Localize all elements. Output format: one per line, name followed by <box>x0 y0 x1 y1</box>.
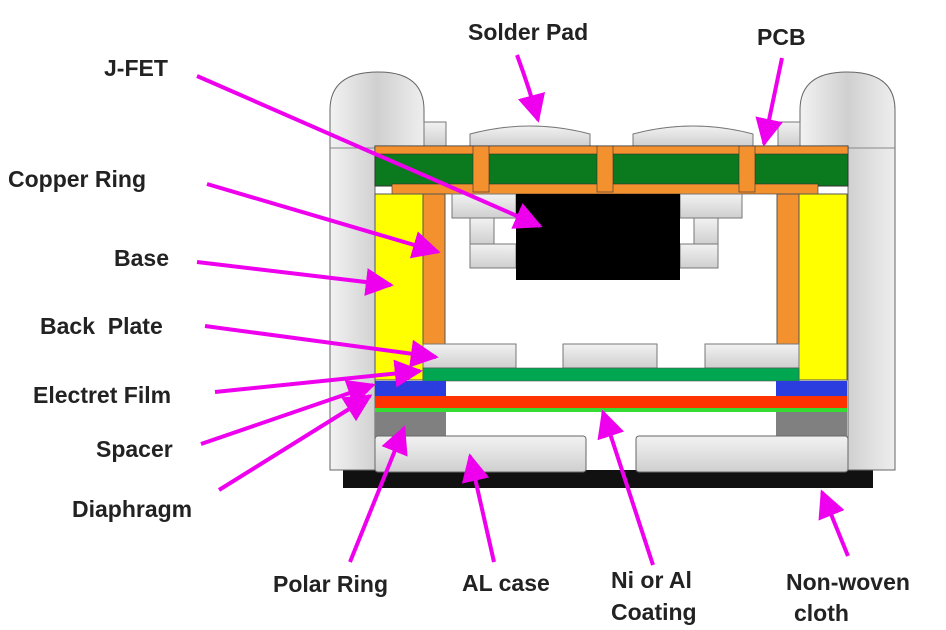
arrow-jfet <box>196 74 543 229</box>
arrow-al-case <box>461 453 496 563</box>
label-diaphragm: Diaphragm <box>72 496 192 522</box>
jfet-lead-right-1 <box>679 193 743 219</box>
copper-ring-right <box>776 193 800 345</box>
arrow-pcb <box>755 57 784 147</box>
label-base: Base <box>114 245 169 271</box>
al-case-bottom-right <box>635 435 849 473</box>
solder-pad-left <box>469 125 591 147</box>
al-case-right-corner <box>799 71 896 471</box>
pcb-via-2 <box>596 145 614 193</box>
label-copper-ring: Copper Ring <box>8 166 146 192</box>
label-coating-line1: Ni or Al <box>611 567 692 593</box>
pcb-via-1 <box>472 145 490 193</box>
base-right <box>798 193 848 381</box>
diaphragm <box>375 396 847 408</box>
case-tab-left <box>423 121 447 147</box>
jfet-lead-left-3 <box>469 243 517 269</box>
electret-film <box>422 367 800 382</box>
jfet-lead-left-2 <box>469 217 495 245</box>
label-al-case: AL case <box>462 570 550 596</box>
label-spacer: Spacer <box>96 436 173 462</box>
case-tab-right <box>777 121 801 147</box>
back-plate-segment-2 <box>562 343 658 369</box>
ni-al-coating <box>375 408 847 412</box>
label-nonwoven-line1: Non-woven <box>786 569 910 595</box>
arrow-polar-ring <box>348 425 408 563</box>
arrow-copper-ring <box>206 182 441 259</box>
jfet-lead-right-3 <box>679 243 719 269</box>
arrow-solder-pad <box>515 54 546 123</box>
label-jfet: J-FET <box>104 55 168 81</box>
arrow-base <box>196 260 394 296</box>
jfet-body <box>516 194 680 280</box>
arrow-electret-film <box>214 359 423 394</box>
copper-ring-left <box>422 193 446 345</box>
arrow-back-plate <box>204 324 439 368</box>
al-case-bottom-left <box>374 435 587 473</box>
nonwoven-cloth-strip <box>343 470 873 488</box>
label-pcb: PCB <box>757 24 806 50</box>
label-coating-line2: Coating <box>611 599 697 625</box>
jfet-lead-left-1 <box>451 193 517 219</box>
pcb-via-3 <box>738 145 756 193</box>
spacer-left <box>375 381 446 396</box>
arrow-nonwoven <box>818 489 850 557</box>
back-plate-segment-3 <box>704 343 800 369</box>
polar-ring-right <box>776 412 847 436</box>
al-case-left-corner <box>329 71 425 471</box>
label-nonwoven-line2: cloth <box>794 600 849 626</box>
arrow-diaphragm <box>217 394 373 492</box>
spacer-right <box>776 381 847 396</box>
label-back-plate: Back Plate <box>40 313 163 339</box>
label-polar-ring: Polar Ring <box>273 571 388 597</box>
polar-ring-left <box>375 412 446 436</box>
jfet-lead-right-2 <box>693 217 719 245</box>
label-solder-pad: Solder Pad <box>468 19 588 45</box>
solder-pad-right <box>632 125 754 147</box>
label-electret-film: Electret Film <box>33 382 171 408</box>
leader-arrows <box>196 54 850 566</box>
back-plate-segment-1 <box>422 343 517 369</box>
arrow-coating <box>597 409 655 566</box>
